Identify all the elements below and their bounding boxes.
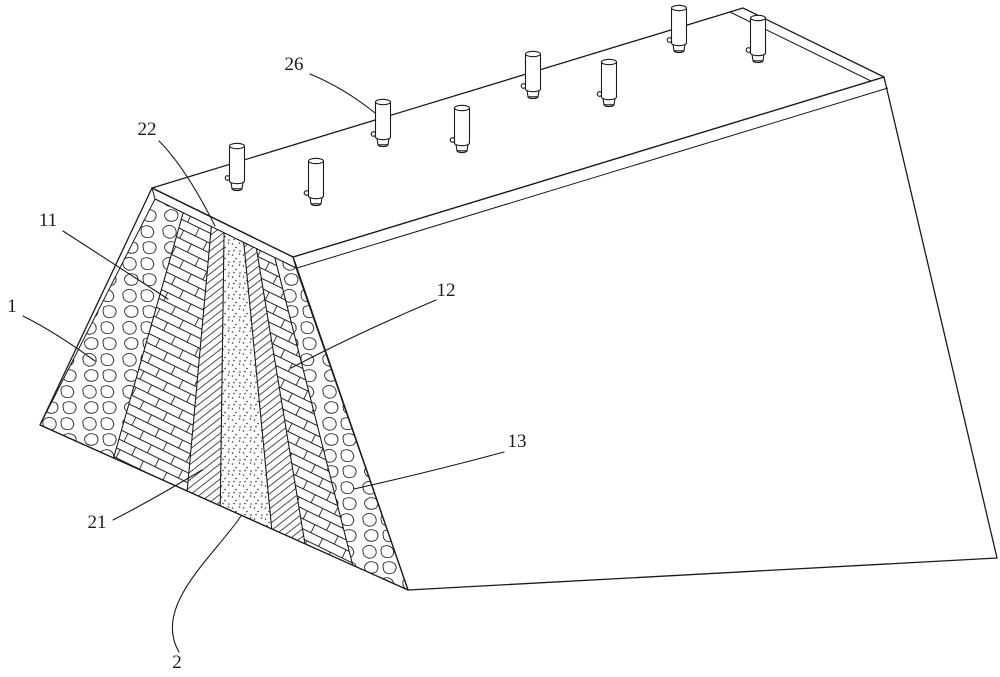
ref-label-1: 1 <box>7 296 17 317</box>
leader-line-13 <box>353 451 505 490</box>
ref-label-12: 12 <box>437 280 456 301</box>
reference-numerals: 26 22 11 1 12 13 21 2 <box>7 54 526 673</box>
ref-label-26: 26 <box>285 54 304 75</box>
ref-label-11: 11 <box>39 210 57 231</box>
cross-section-outline <box>39 187 409 591</box>
leader-line-2 <box>171 515 242 653</box>
cap-slab-line-front <box>296 87 889 269</box>
leader-line-1 <box>22 315 96 362</box>
ref-label-13: 13 <box>508 431 527 452</box>
ref-label-2: 2 <box>172 652 182 673</box>
leader-line-21 <box>112 469 203 521</box>
leader-line-12 <box>290 299 437 369</box>
ref-label-22: 22 <box>138 119 157 140</box>
leader-line-26 <box>309 73 376 114</box>
leader-line-11 <box>62 230 169 300</box>
ref-label-21: 21 <box>88 512 107 533</box>
leader-line-22 <box>158 140 216 227</box>
